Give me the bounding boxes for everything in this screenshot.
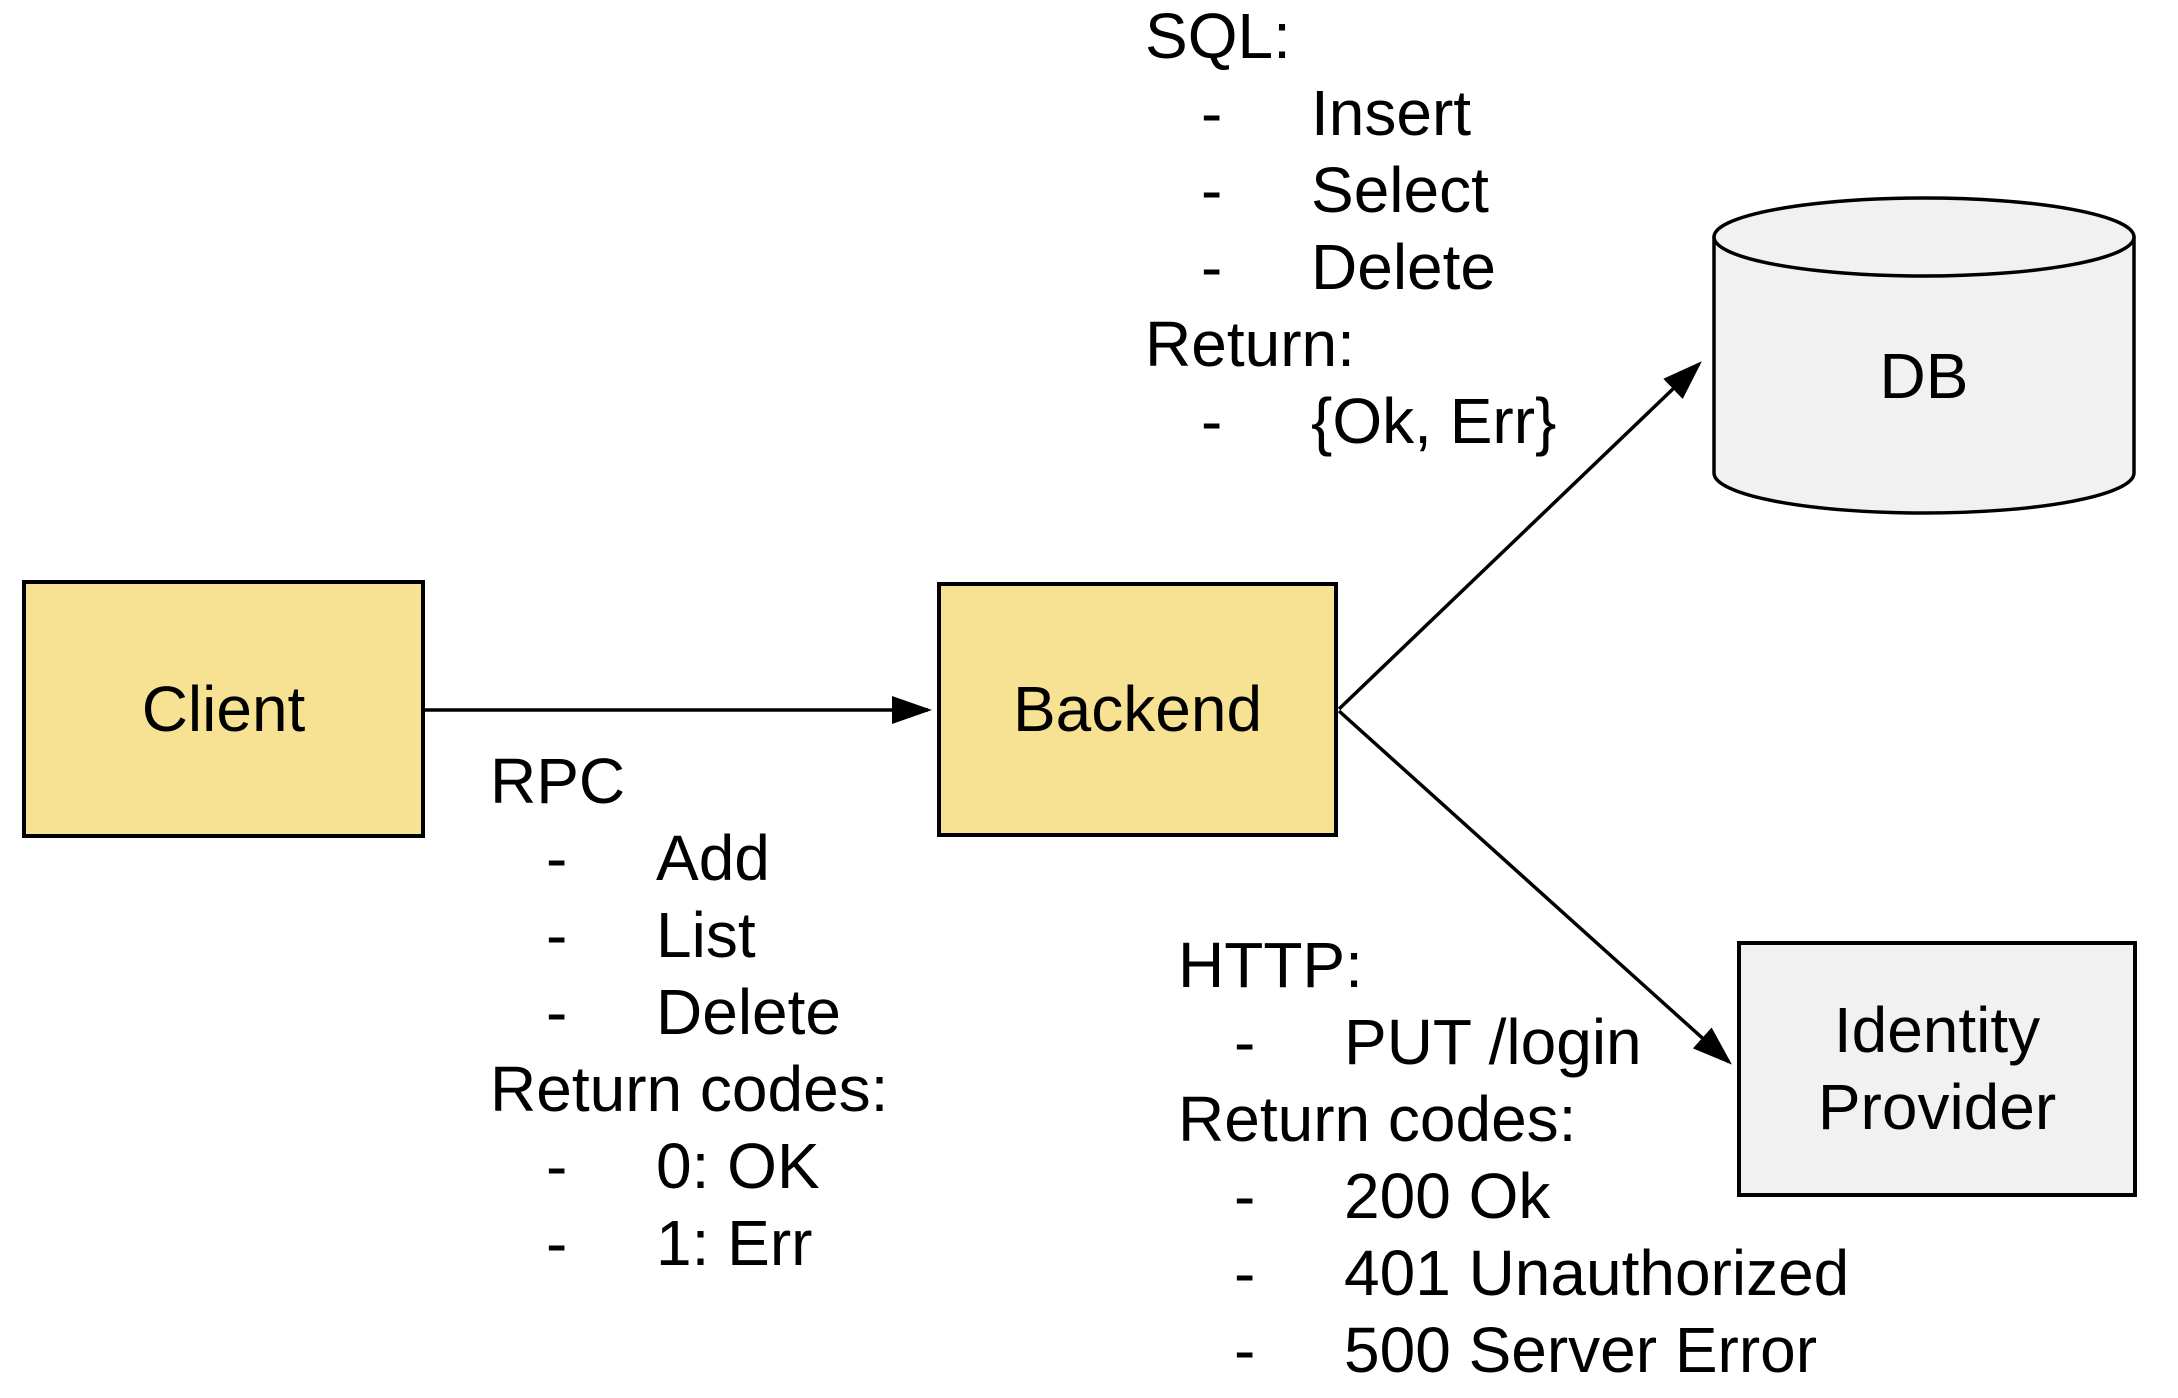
annotation-header-line: Return codes: xyxy=(490,1051,888,1128)
annotation-text: {Ok, Err} xyxy=(1311,385,1557,457)
annotation-text: Insert xyxy=(1311,77,1472,149)
annotation-bullet-line: - 200 Ok xyxy=(1178,1158,1849,1235)
annotation-bullet-line: - 401 Unauthorized xyxy=(1178,1235,1849,1312)
bullet-dash-icon: - xyxy=(546,899,568,971)
annotation-header-line: Return codes: xyxy=(1178,1081,1849,1158)
node-client-label: Client xyxy=(141,672,306,745)
bullet-dash-icon: - xyxy=(1201,154,1223,226)
node-client: Client xyxy=(22,580,425,838)
annotation-text: 200 Ok xyxy=(1344,1160,1551,1232)
node-backend: Backend xyxy=(937,582,1338,837)
annotation-bullet-line: - Insert xyxy=(1145,75,1556,152)
annotation-text: Select xyxy=(1311,154,1489,226)
node-identity-provider-label: Identity Provider xyxy=(1817,994,2057,1143)
database-cylinder-icon xyxy=(1712,196,2136,515)
annotation-text: Delete xyxy=(1311,231,1496,303)
node-identity-provider: Identity Provider xyxy=(1737,941,2137,1197)
bullet-dash-icon: - xyxy=(546,976,568,1048)
annotation-bullet-line: - Delete xyxy=(490,974,888,1051)
annotation-text: Delete xyxy=(656,976,841,1048)
annotation-text: Return codes: xyxy=(1178,1083,1577,1155)
annotation-text: HTTP: xyxy=(1178,929,1363,1001)
annotation-header-line: RPC xyxy=(490,743,888,820)
bullet-dash-icon: - xyxy=(1201,385,1223,457)
annotation-text: 401 Unauthorized xyxy=(1344,1237,1850,1309)
annotation-text: PUT /login xyxy=(1344,1006,1642,1078)
annotation-bullet-line: - List xyxy=(490,897,888,974)
node-db: DB xyxy=(1711,195,2137,515)
bullet-dash-icon: - xyxy=(546,1207,568,1279)
annotation-text: 500 Server Error xyxy=(1344,1314,1818,1386)
annotation-bullet-line: - 1: Err xyxy=(490,1205,888,1282)
annotation-bullet-line: - 0: OK xyxy=(490,1128,888,1205)
annotation-header-line: HTTP: xyxy=(1178,927,1849,1004)
annotation-text: Return codes: xyxy=(490,1053,889,1125)
node-db-label: DB xyxy=(1879,339,1969,412)
bullet-dash-icon: - xyxy=(1234,1314,1256,1386)
cylinder-body xyxy=(1712,237,2136,515)
annotation-text: 0: OK xyxy=(656,1130,820,1202)
annotation-text: SQL: xyxy=(1145,0,1291,72)
annotation-text: RPC xyxy=(490,745,626,817)
node-backend-label: Backend xyxy=(1012,673,1263,745)
annotation-text: 1: Err xyxy=(656,1207,813,1279)
cylinder-top xyxy=(1712,196,2136,278)
annotation-bullet-line: - PUT /login xyxy=(1178,1004,1849,1081)
bullet-dash-icon: - xyxy=(1201,77,1223,149)
bullet-dash-icon: - xyxy=(1234,1160,1256,1232)
annotation-bullet-line: - 500 Server Error xyxy=(1178,1312,1849,1389)
annotation-bullet-line: - {Ok, Err} xyxy=(1145,383,1556,460)
annotation-bullet-line: - Add xyxy=(490,820,888,897)
annotation-text: Add xyxy=(656,822,770,894)
annotation-text: Return: xyxy=(1145,308,1355,380)
annotation-header-line: Return: xyxy=(1145,306,1556,383)
annotation-bullet-line: - Delete xyxy=(1145,229,1556,306)
annotation-text: List xyxy=(656,899,756,971)
bullet-dash-icon: - xyxy=(546,822,568,894)
annotation-bullet-line: - Select xyxy=(1145,152,1556,229)
bullet-dash-icon: - xyxy=(1234,1006,1256,1078)
bullet-dash-icon: - xyxy=(546,1130,568,1202)
annotation-header-line: SQL: xyxy=(1145,0,1556,75)
bullet-dash-icon: - xyxy=(1234,1237,1256,1309)
bullet-dash-icon: - xyxy=(1201,231,1223,303)
